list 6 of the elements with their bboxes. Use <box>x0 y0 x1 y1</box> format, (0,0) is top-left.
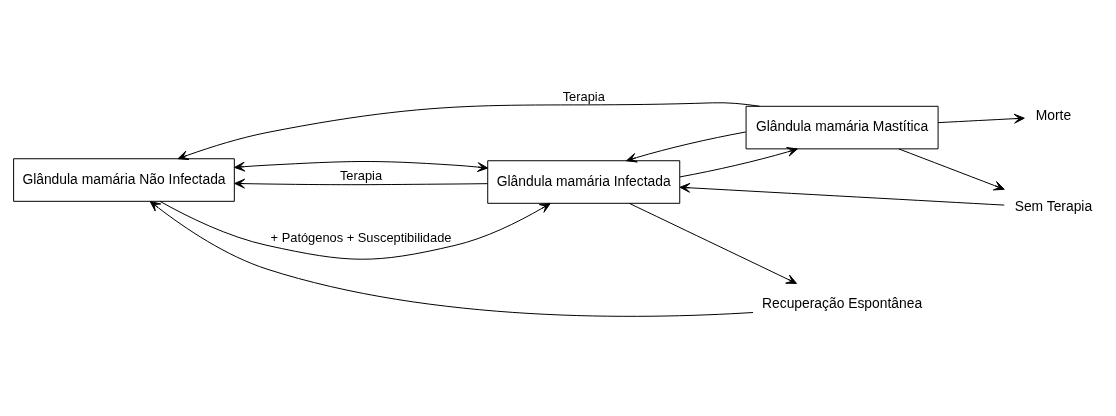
edge-label: Terapia <box>562 88 605 104</box>
node-text: Recuperação Espontânea <box>762 294 923 311</box>
node-text: Sem Terapia <box>1014 197 1093 214</box>
edge-label: + Patógenos + Susceptibilidade <box>270 229 452 245</box>
edge-label: Terapia <box>339 167 383 183</box>
node-text: Morte <box>1035 106 1072 123</box>
